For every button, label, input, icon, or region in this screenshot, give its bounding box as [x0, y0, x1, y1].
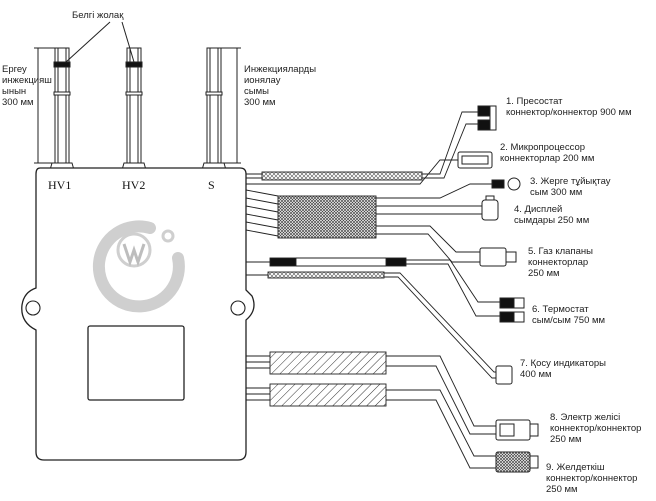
left-cable-label: Ергеу инжекцияш ынын 300 мм	[2, 64, 52, 108]
connector-label-line: 9. Желдеткіш	[546, 462, 605, 473]
connector-label-line: 7. Қосу индикаторы	[520, 358, 607, 369]
wire-harness	[245, 111, 500, 469]
connector-label-5: 5. Газ клапаны коннекторлар 250 мм	[528, 246, 593, 279]
control-box	[21, 167, 255, 461]
left-cable-label-line: 300 мм	[2, 97, 34, 108]
connector-shapes	[457, 105, 539, 473]
right-cable-label-line: Инжекцияларды	[244, 64, 317, 75]
hv-cables	[34, 21, 241, 171]
connector-label-line: 5. Газ клапаны	[528, 246, 593, 257]
connector-label-line: коннектор/коннектор 900 мм	[506, 107, 632, 118]
connector-label-6: 6. Термостат сым/сым 750 мм	[532, 304, 605, 326]
right-cable-label: Инжекцияларды ионялау сымы 300 мм	[244, 64, 316, 108]
connector-label-line: сым 300 мм	[530, 187, 583, 198]
connector-label-line: 3. Жерге тұйықтау	[530, 176, 611, 187]
connector-label-3: 3. Жерге тұйықтау сым 300 мм	[530, 176, 611, 198]
connector-label-line: коннектор/коннектор	[550, 423, 642, 434]
connector-label-line: сымдары 250 мм	[514, 215, 590, 226]
connector-label-line: 8. Электр желісі	[550, 412, 621, 423]
right-cable-label-line: 300 мм	[244, 97, 276, 108]
connector-label-2: 2. Микропроцессор коннекторлар 200 мм	[500, 142, 594, 164]
connector-label-line: коннекторлар	[528, 257, 589, 268]
connector-label-line: коннектор/коннектор	[546, 473, 638, 484]
right-cable-label-line: сымы	[244, 86, 269, 97]
connector-label-4: 4. Дисплей сымдары 250 мм	[514, 204, 589, 226]
connector-label-8: 8. Электр желісі коннектор/коннектор 250…	[550, 412, 641, 445]
port-label-hv2: HV2	[122, 178, 146, 192]
connector-label-1: 1. Пресостат коннектор/коннектор 900 мм	[506, 96, 632, 118]
brand-logo	[92, 220, 185, 313]
left-cable-label-line: Ергеу	[2, 64, 27, 75]
connector-label-line: 6. Термостат	[532, 304, 589, 315]
left-cable-label-line: инжекцияш	[2, 75, 52, 86]
connector-label-line: коннекторлар 200 мм	[500, 153, 595, 164]
connector-label-line: 400 мм	[520, 369, 552, 380]
connector-label-9: 9. Желдеткіш коннектор/коннектор 250 мм	[546, 462, 637, 495]
connector-label-line: 1. Пресостат	[506, 96, 563, 107]
marker-stripe-label: Белгі жолақ	[72, 10, 124, 21]
left-cable-label-line: ынын	[2, 86, 27, 97]
connector-label-line: сым/сым 750 мм	[532, 315, 606, 326]
port-label-hv1: HV1	[48, 178, 72, 192]
connector-label-line: 250 мм	[550, 434, 582, 445]
right-cable-label-line: ионялау	[244, 75, 281, 86]
port-label-s: S	[208, 178, 215, 192]
connector-label-7: 7. Қосу индикаторы 400 мм	[520, 358, 606, 380]
connector-label-line: 4. Дисплей	[514, 204, 563, 215]
connector-label-line: 250 мм	[546, 484, 578, 495]
connector-label-line: 2. Микропроцессор	[500, 142, 586, 153]
connector-label-line: 250 мм	[528, 268, 560, 279]
